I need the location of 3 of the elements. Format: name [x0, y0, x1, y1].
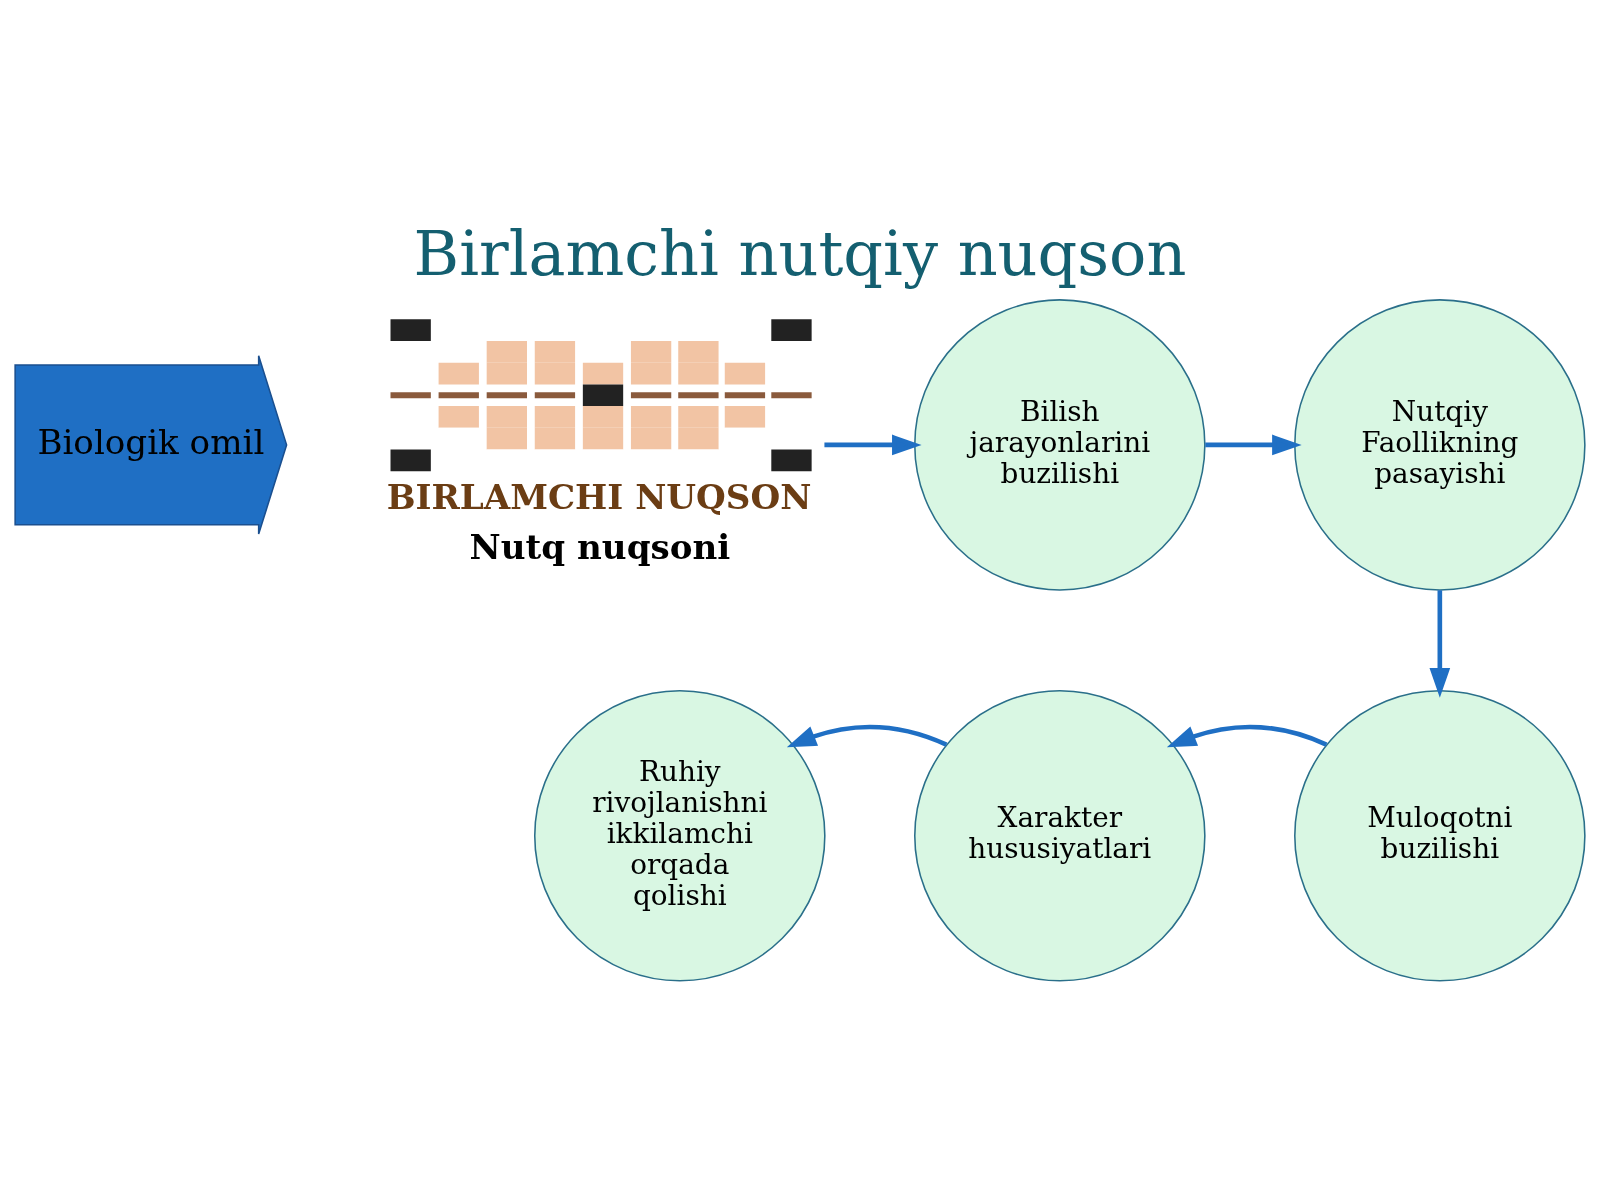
node-label: BIRLAMCHI NUQSON	[386, 477, 812, 518]
node-label: Nutq nuqsoni	[469, 527, 731, 568]
diagram-title: Birlamchi nutqiy nuqson	[413, 217, 1187, 291]
